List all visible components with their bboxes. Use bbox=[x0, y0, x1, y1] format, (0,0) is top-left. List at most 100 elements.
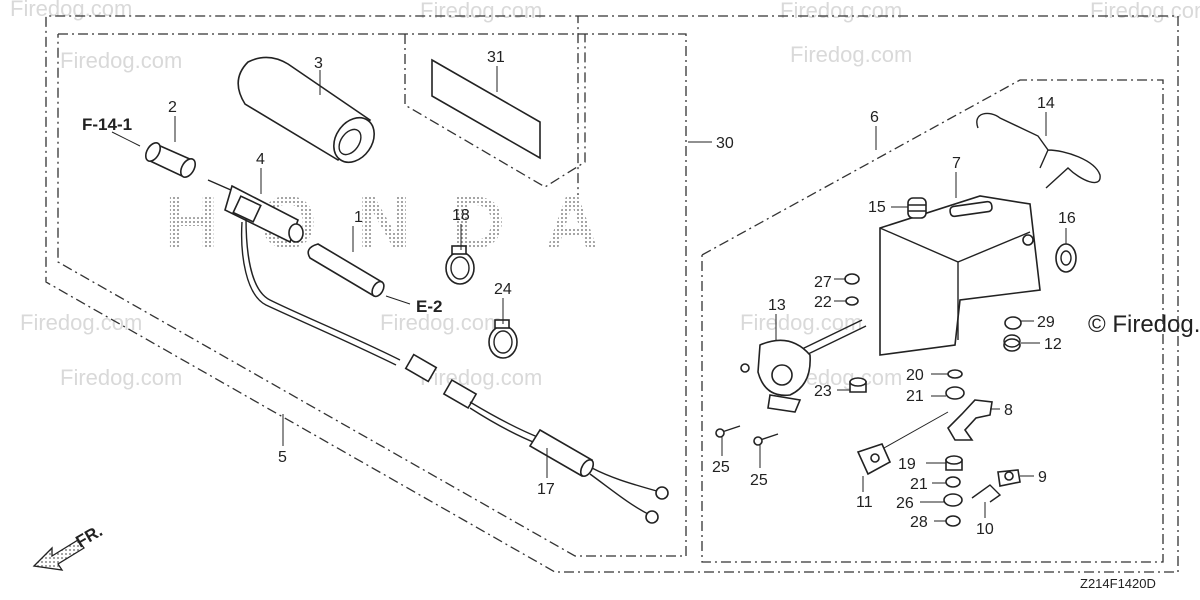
label-30: 30 bbox=[716, 135, 734, 152]
leader-lines bbox=[111, 66, 1067, 522]
label-9: 9 bbox=[1038, 469, 1047, 486]
front-arrow-icon: FR. bbox=[32, 521, 106, 571]
grommet bbox=[144, 142, 197, 178]
outline-30 bbox=[45, 15, 1179, 573]
lever-8 bbox=[946, 399, 993, 441]
washer-21b bbox=[945, 476, 961, 488]
label-19: 19 bbox=[898, 456, 916, 473]
label-3: 3 bbox=[314, 55, 323, 72]
label-12: 12 bbox=[1044, 336, 1062, 353]
spring-wire-14 bbox=[976, 112, 1101, 189]
label-21a: 21 bbox=[906, 388, 924, 405]
label-8: 8 bbox=[1004, 402, 1013, 419]
watermark-text: Firedog.com bbox=[10, 0, 132, 21]
grommet-15 bbox=[907, 197, 927, 219]
spring-12 bbox=[1003, 334, 1021, 352]
throttle-sensor-13 bbox=[740, 319, 867, 413]
terminal-17a bbox=[655, 486, 669, 500]
rubber-tube bbox=[307, 243, 385, 298]
tube-cover bbox=[237, 56, 375, 164]
leader-11-line bbox=[883, 411, 949, 449]
wire-harness-17 bbox=[469, 401, 541, 445]
watermark-text: Firedog.com bbox=[420, 0, 542, 23]
washer-27 bbox=[844, 273, 860, 285]
connector-17 bbox=[442, 378, 478, 410]
rod-10 bbox=[971, 484, 1002, 503]
label-11: 11 bbox=[856, 494, 873, 511]
part-labels: 1 2 3 4 5 6 7 8 9 10 11 12 13 14 15 16 1… bbox=[168, 49, 1076, 538]
connector-5 bbox=[404, 353, 438, 383]
label-4: 4 bbox=[256, 151, 265, 168]
joint-11 bbox=[856, 443, 892, 476]
outline-5 bbox=[57, 33, 687, 557]
corner-watermark: © Firedog.c bbox=[1088, 311, 1200, 338]
washer-21a bbox=[945, 386, 965, 400]
label-27: 27 bbox=[814, 274, 832, 291]
bracket-7 bbox=[879, 195, 1041, 356]
label-2: 2 bbox=[168, 99, 177, 116]
wire-harness-5 bbox=[245, 217, 401, 361]
label-10: 10 bbox=[976, 521, 994, 538]
drawing-code: Z214F1420D bbox=[1080, 576, 1156, 591]
watermark-text: Firedog.com bbox=[1090, 0, 1200, 23]
watermark-text: Firedog.com bbox=[20, 310, 142, 335]
hose-clamp-24 bbox=[488, 319, 518, 359]
label-16: 16 bbox=[1058, 210, 1076, 227]
label-24: 24 bbox=[494, 281, 512, 298]
nut-9 bbox=[997, 469, 1021, 487]
left-parts bbox=[144, 56, 669, 524]
reference-f14-1: F-14-1 bbox=[82, 115, 132, 134]
watermark-layer: Firedog.com Firedog.com Firedog.com Fire… bbox=[10, 0, 1200, 390]
label-29: 29 bbox=[1037, 314, 1055, 331]
watermark-text: Firedog.com bbox=[60, 365, 182, 390]
label-1: 1 bbox=[354, 209, 363, 226]
label-13: 13 bbox=[768, 297, 786, 314]
label-5: 5 bbox=[278, 449, 287, 466]
wire-harness-5-b bbox=[240, 221, 397, 366]
nut-23 bbox=[849, 377, 867, 393]
label-14: 14 bbox=[1037, 95, 1055, 112]
right-parts bbox=[715, 112, 1101, 527]
watermark-text: Firedog.com bbox=[790, 42, 912, 67]
label-sticker bbox=[431, 58, 541, 160]
nut-19 bbox=[945, 455, 963, 471]
label-21b: 21 bbox=[910, 476, 928, 493]
assembly-outlines bbox=[45, 15, 1179, 573]
label-22: 22 bbox=[814, 294, 832, 311]
label-17: 17 bbox=[537, 481, 555, 498]
label-26: 26 bbox=[896, 495, 914, 512]
washer-22 bbox=[845, 296, 859, 306]
sensor-resistor bbox=[528, 428, 595, 478]
label-20: 20 bbox=[906, 367, 924, 384]
watermark-text: Firedog.com bbox=[740, 310, 862, 335]
watermark-text: Firedog.com bbox=[60, 48, 182, 73]
washer-28 bbox=[945, 515, 961, 527]
washer-29 bbox=[1004, 316, 1022, 330]
label-6: 6 bbox=[870, 109, 879, 126]
label-7: 7 bbox=[952, 155, 961, 172]
hose-clamp-18 bbox=[445, 245, 475, 285]
terminal-17b bbox=[645, 510, 659, 524]
label-28: 28 bbox=[910, 514, 928, 531]
screw-25a bbox=[715, 425, 741, 438]
label-25b: 25 bbox=[750, 472, 768, 489]
label-15: 15 bbox=[868, 199, 886, 216]
outline-6 bbox=[701, 79, 1164, 563]
watermark-text: Firedog.com bbox=[420, 365, 542, 390]
label-31: 31 bbox=[487, 49, 505, 66]
label-18: 18 bbox=[452, 207, 470, 224]
reference-e2: E-2 bbox=[416, 297, 442, 316]
grommet-16 bbox=[1055, 243, 1077, 273]
label-23: 23 bbox=[814, 383, 832, 400]
screw-25b bbox=[753, 433, 779, 446]
wire-leads-17 bbox=[589, 467, 661, 516]
reference-labels: F-14-1 E-2 bbox=[82, 115, 442, 316]
watermark-text: Firedog.com bbox=[380, 310, 502, 335]
watermark-text: Firedog.com bbox=[780, 0, 902, 23]
label-25a: 25 bbox=[712, 459, 730, 476]
washer-20 bbox=[947, 369, 963, 379]
washer-26 bbox=[943, 493, 963, 507]
sensor-unit bbox=[207, 179, 304, 244]
outline-31 bbox=[404, 34, 586, 188]
